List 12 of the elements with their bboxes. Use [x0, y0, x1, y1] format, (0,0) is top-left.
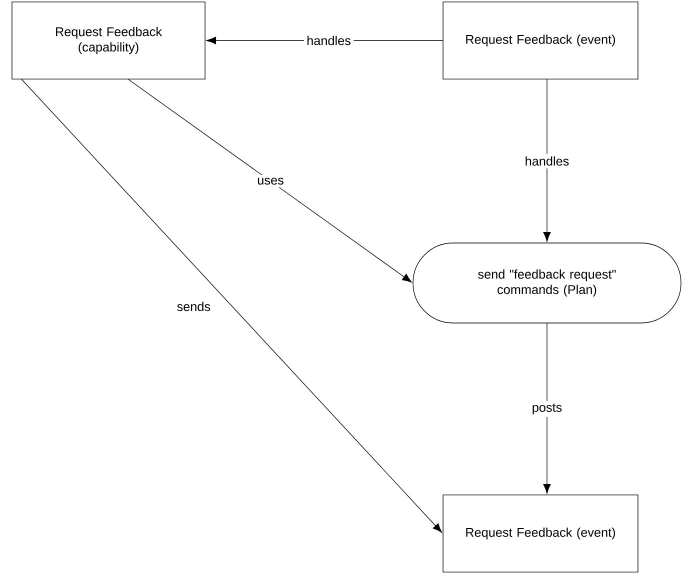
process-box: Request Feedback (event) — [442, 2, 638, 80]
arrow — [432, 523, 442, 533]
edge-label: posts — [529, 400, 565, 418]
arrow — [543, 323, 551, 494]
process-box: Request Feedback (capability) — [12, 2, 206, 80]
edge-label: handles — [522, 154, 572, 168]
edge-label: uses — [254, 175, 287, 188]
edge-label: handles — [304, 33, 354, 48]
arrow — [128, 79, 412, 283]
arrow — [543, 79, 551, 242]
edge-label: sends — [174, 299, 214, 314]
process-box: Request Feedback (event) — [442, 494, 638, 572]
